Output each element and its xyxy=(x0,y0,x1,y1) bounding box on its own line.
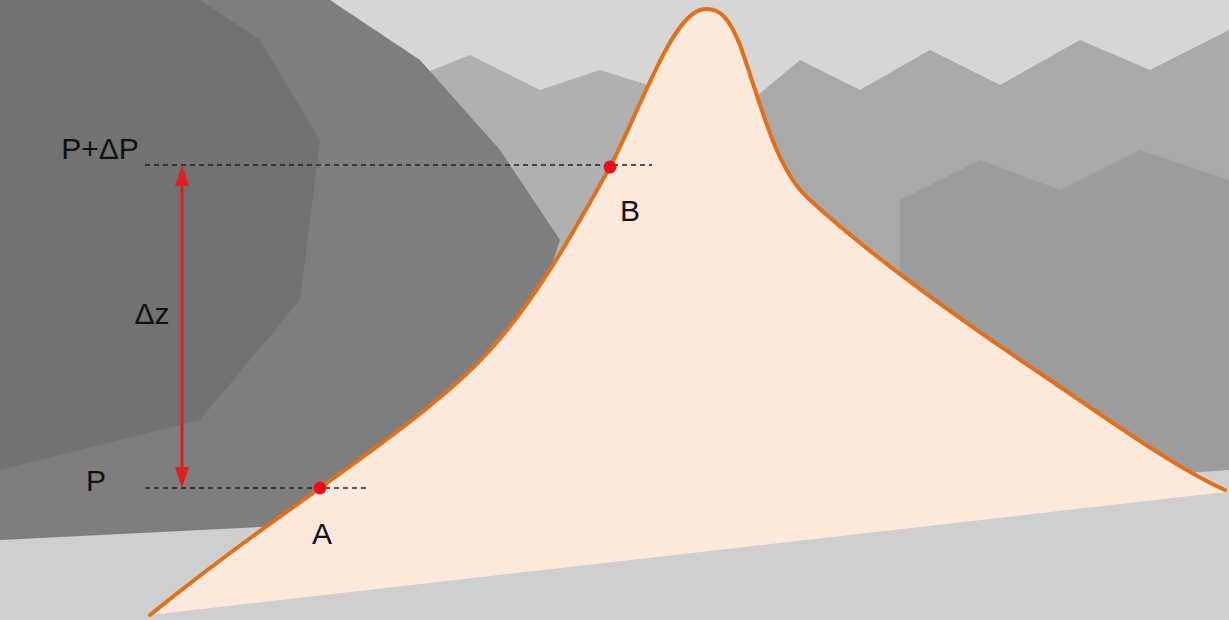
height-arrow xyxy=(181,180,184,473)
left-shadow xyxy=(0,0,320,470)
mountain-fill xyxy=(150,9,1225,615)
pressure-label: P+ΔP xyxy=(61,132,139,165)
point-label: B xyxy=(620,194,640,227)
mountain-outline xyxy=(150,9,1225,615)
point-label: A xyxy=(312,517,332,550)
point-marker xyxy=(604,161,617,174)
pressure-label: P xyxy=(86,464,106,497)
level-line xyxy=(145,164,652,166)
arrow-head xyxy=(175,467,189,488)
point-marker xyxy=(314,482,327,495)
level-line xyxy=(145,487,370,489)
arrow-head xyxy=(175,165,189,186)
height-label: Δz xyxy=(134,297,169,330)
